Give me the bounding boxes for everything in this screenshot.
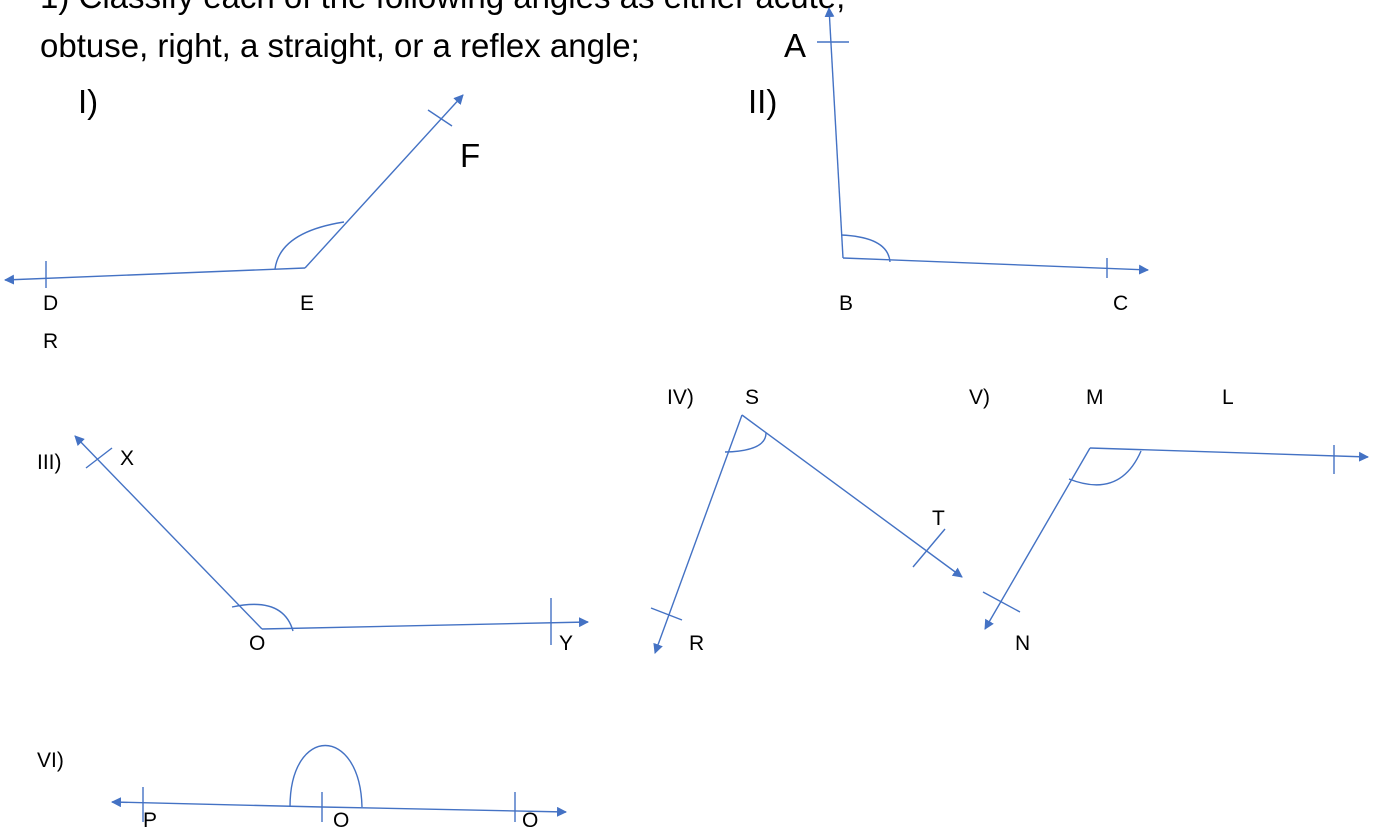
tick-N — [982, 591, 1021, 613]
angle-arc-E — [274, 221, 345, 270]
point-label-S: S — [745, 386, 759, 409]
ray-ST — [741, 414, 963, 578]
angle-I: I) D E F — [4, 83, 480, 315]
angle-arc-straight — [289, 744, 363, 808]
point-label-R: R — [689, 632, 704, 655]
tick-X — [85, 447, 113, 469]
angle-V: V) M N L — [969, 386, 1369, 655]
point-label-C: C — [1113, 292, 1128, 315]
angle-II-label: II) — [748, 83, 777, 120]
angle-arc-O — [231, 603, 294, 632]
tick-F — [427, 109, 453, 127]
point-label-Q: Q — [522, 809, 538, 827]
point-label-A: A — [784, 27, 806, 64]
ray-OX — [74, 435, 263, 630]
ray-OP — [111, 797, 323, 808]
angle-IV-label: IV) — [667, 386, 694, 409]
point-label-O-vi: O — [333, 809, 349, 827]
point-label-E: E — [300, 292, 314, 315]
point-label-M: M — [1086, 386, 1104, 409]
instruction-line1: 1) Classify each of the following angles… — [40, 0, 845, 15]
ray-ED — [4, 267, 306, 285]
angle-arc-M — [1068, 450, 1142, 486]
angle-VI-label: VI) — [37, 749, 64, 772]
point-label-T: T — [932, 507, 945, 530]
angle-II: II) A B C — [748, 7, 1149, 315]
ray-BA — [824, 7, 844, 259]
ray-SR — [653, 414, 743, 654]
ray-EF — [304, 94, 464, 269]
point-label-D: D — [43, 292, 58, 315]
angle-arc-S — [724, 432, 767, 453]
angle-arc-B — [840, 234, 891, 263]
point-label-O: O — [249, 632, 265, 655]
point-label-X: X — [120, 447, 134, 470]
point-label-F: F — [460, 137, 480, 174]
angle-III: III) X O Y — [37, 435, 589, 655]
point-label-Y: Y — [559, 632, 573, 655]
angle-III-label: III) — [37, 451, 62, 474]
point-label-B: B — [839, 292, 853, 315]
instruction-line2: obtuse, right, a straight, or a reflex a… — [40, 27, 640, 64]
ray-OY — [261, 617, 589, 630]
point-label-L: L — [1222, 386, 1234, 409]
angle-V-label: V) — [969, 386, 990, 409]
tick-R — [650, 607, 683, 621]
point-label-P: P — [143, 809, 157, 827]
angle-IV: IV) S R T — [650, 386, 963, 655]
ray-OQ — [321, 806, 567, 817]
angle-VI: VI) P O Q — [37, 744, 567, 827]
point-label-N: N — [1015, 632, 1030, 655]
ray-BC — [842, 257, 1149, 275]
ray-MN — [984, 447, 1091, 630]
tick-T — [912, 528, 946, 568]
stray-label-R: R — [43, 330, 58, 353]
ray-ML — [1089, 447, 1369, 462]
angle-I-label: I) — [78, 83, 98, 120]
